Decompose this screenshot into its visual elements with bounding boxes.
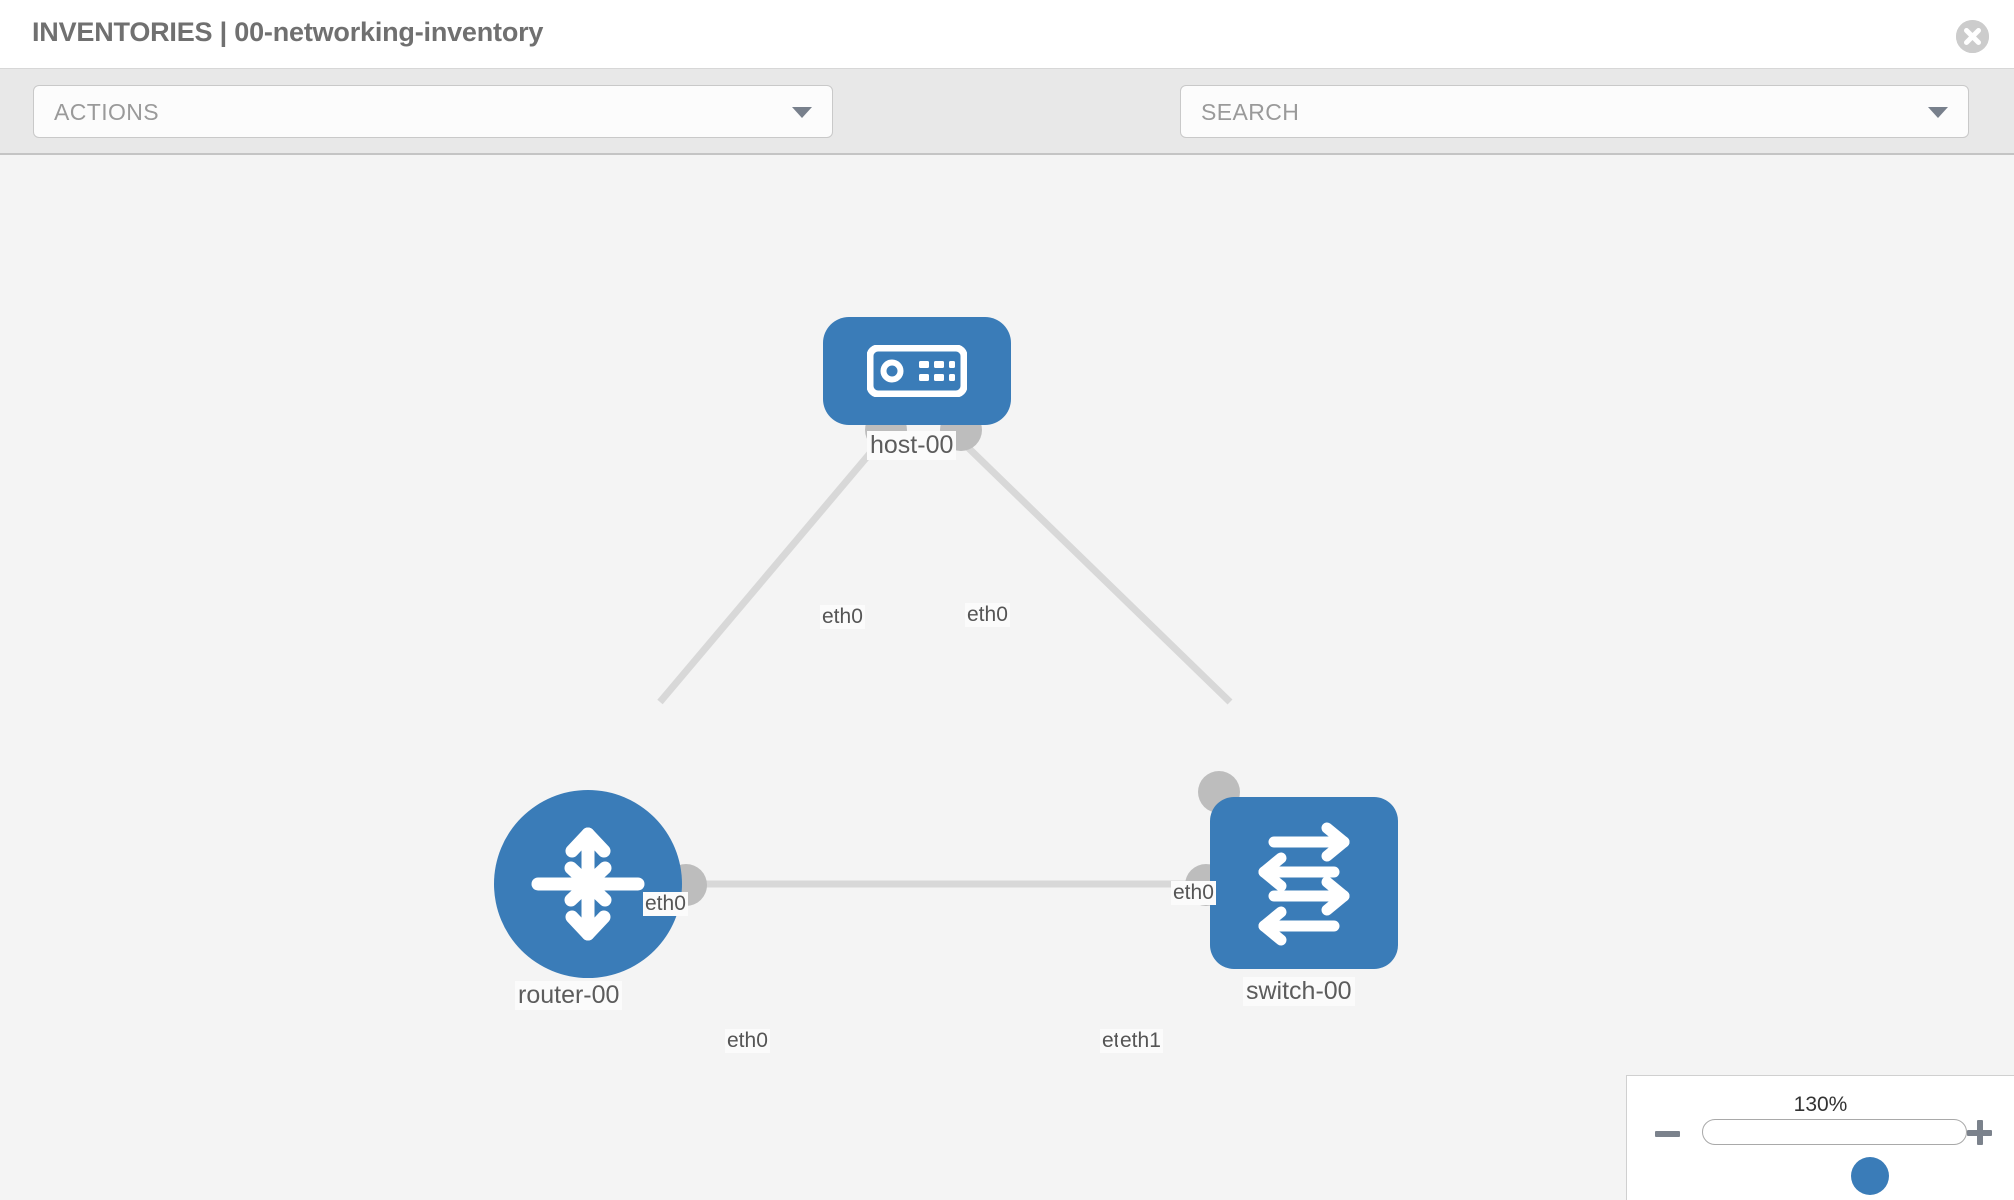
switch-arrows-icon xyxy=(1258,822,1350,946)
node-router-00-label: router-00 xyxy=(515,981,623,1010)
edge-label-router-right: eth0 xyxy=(725,1029,770,1053)
node-host-00-label: host-00 xyxy=(867,431,957,460)
toolbar: ACTIONS SEARCH xyxy=(0,69,2014,199)
chevron-down-icon[interactable] xyxy=(1928,107,1948,118)
minus-icon[interactable] xyxy=(1655,1131,1680,1137)
node-switch-00-shape[interactable] xyxy=(1210,797,1398,969)
router-arrows-icon xyxy=(531,827,645,941)
search-input[interactable]: SEARCH xyxy=(1180,85,1969,138)
zoom-slider-thumb[interactable] xyxy=(1851,1157,1889,1195)
node-router-00-shape[interactable] xyxy=(494,790,682,978)
server-icon xyxy=(867,345,967,397)
edge-label-host-right: eth0 xyxy=(965,603,1010,627)
edge-label-router-upper: eth0 xyxy=(643,892,688,916)
chevron-down-icon xyxy=(792,107,812,118)
zoom-slider[interactable] xyxy=(1702,1119,1967,1195)
page-header: INVENTORIES | 00-networking-inventory xyxy=(0,0,2014,69)
topology-edges xyxy=(657,429,1233,888)
actions-dropdown-label: ACTIONS xyxy=(54,99,160,125)
edge-label-host-left: eth0 xyxy=(820,605,865,629)
plus-icon[interactable] xyxy=(1967,1120,1992,1145)
search-placeholder: SEARCH xyxy=(1201,99,1300,125)
page-title: INVENTORIES | 00-networking-inventory xyxy=(32,17,544,47)
node-switch-00-label: switch-00 xyxy=(1243,977,1355,1006)
topology-canvas[interactable]: host-00 xyxy=(0,157,2014,1200)
close-icon[interactable] xyxy=(1956,20,1989,53)
zoom-controls-panel: 130% xyxy=(1626,1075,2014,1200)
actions-dropdown[interactable]: ACTIONS xyxy=(33,85,833,138)
edge-label-switch-left-b: eth1 xyxy=(1118,1029,1163,1053)
node-host-00-shape[interactable] xyxy=(823,317,1011,425)
edge-label-switch-upper: eth0 xyxy=(1171,881,1216,905)
zoom-level-value: 130% xyxy=(1793,1093,1848,1116)
